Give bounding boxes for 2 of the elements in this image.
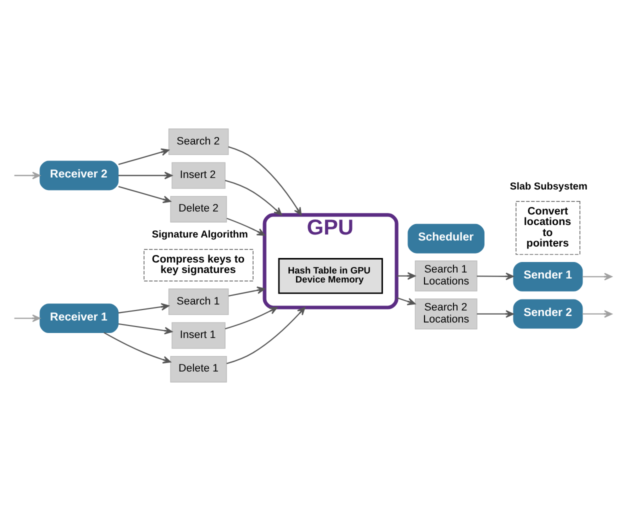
node-label: Signature Algorithm bbox=[152, 230, 248, 241]
node-label: Slab Subsystem bbox=[510, 182, 588, 193]
